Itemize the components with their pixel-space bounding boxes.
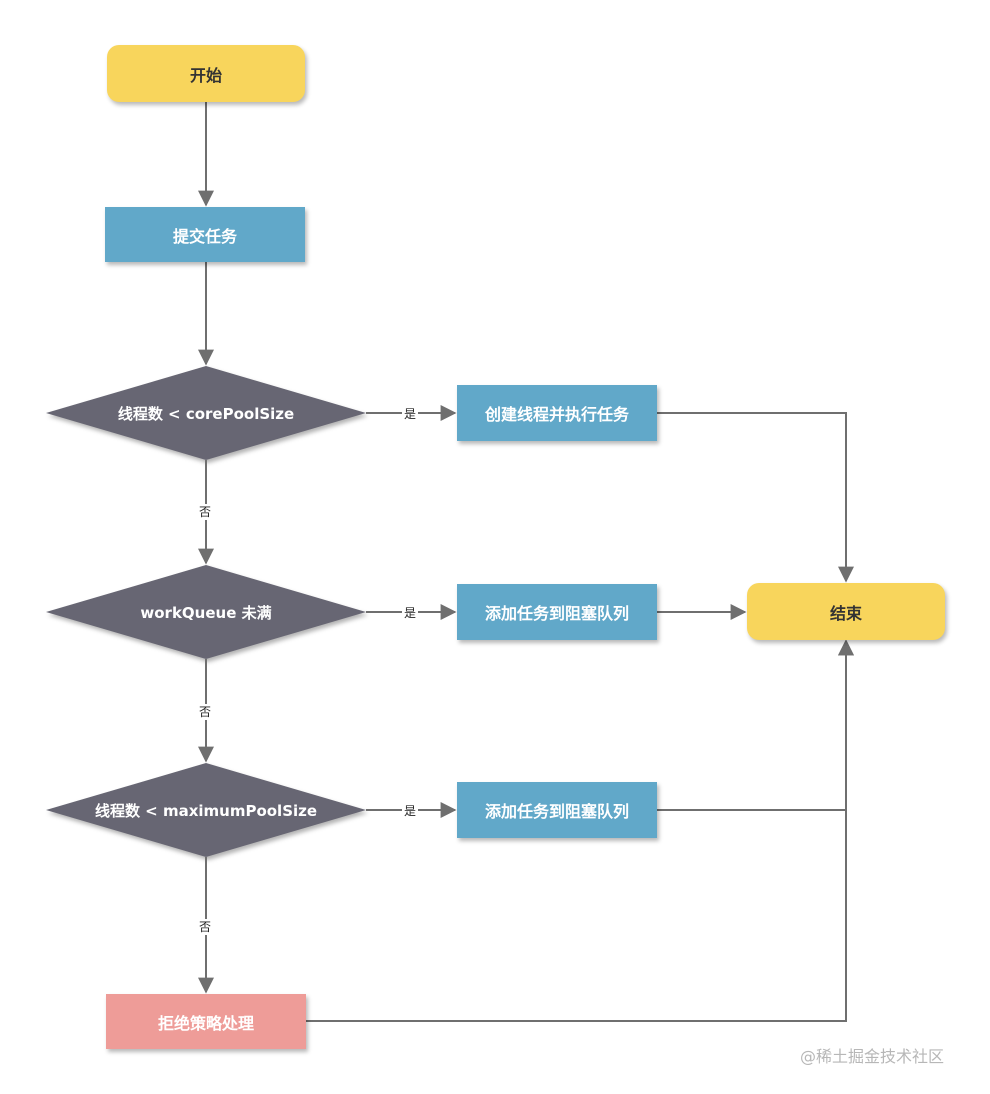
edge-label-no-core: 否	[197, 504, 214, 520]
enqueue-node-1: 添加任务到阻塞队列	[457, 584, 657, 640]
edge-enqueue2-end	[657, 639, 854, 811]
decision-core-shape	[46, 366, 366, 460]
create-thread-label: 创建线程并执行任务	[484, 405, 629, 424]
enqueue-node-2: 添加任务到阻塞队列	[457, 782, 657, 838]
start-label: 开始	[189, 65, 222, 85]
reject-node: 拒绝策略处理	[106, 994, 306, 1049]
end-label: 结束	[829, 603, 862, 623]
edge-create-end	[657, 412, 854, 583]
decision-queue-shape	[46, 565, 366, 659]
reject-label: 拒绝策略处理	[157, 1013, 254, 1033]
submit-task-label: 提交任务	[172, 226, 237, 246]
edge-label-yes-queue: 是	[402, 605, 419, 621]
enqueue-label-2: 添加任务到阻塞队列	[484, 802, 629, 821]
edge-label-yes-max: 是	[402, 803, 419, 819]
submit-task-node: 提交任务	[105, 207, 305, 262]
create-thread-node: 创建线程并执行任务	[457, 385, 657, 441]
edge-reject-end	[306, 639, 854, 1022]
start-node: 开始	[107, 45, 305, 102]
edge-label-no-max: 否	[197, 919, 214, 935]
edge-label-yes-core: 是	[402, 406, 419, 422]
decision-max-label: 线程数 < maximumPoolSize	[94, 801, 318, 820]
enqueue-label-1: 添加任务到阻塞队列	[484, 604, 629, 623]
watermark: @稀土掘金技术社区	[800, 1047, 945, 1066]
edge-label-no-queue: 否	[197, 704, 214, 720]
decision-core-label: 线程数 < corePoolSize	[117, 404, 295, 423]
end-node: 结束	[747, 583, 945, 640]
decision-max-shape	[46, 763, 366, 857]
decision-queue-label: workQueue 未满	[140, 603, 272, 622]
